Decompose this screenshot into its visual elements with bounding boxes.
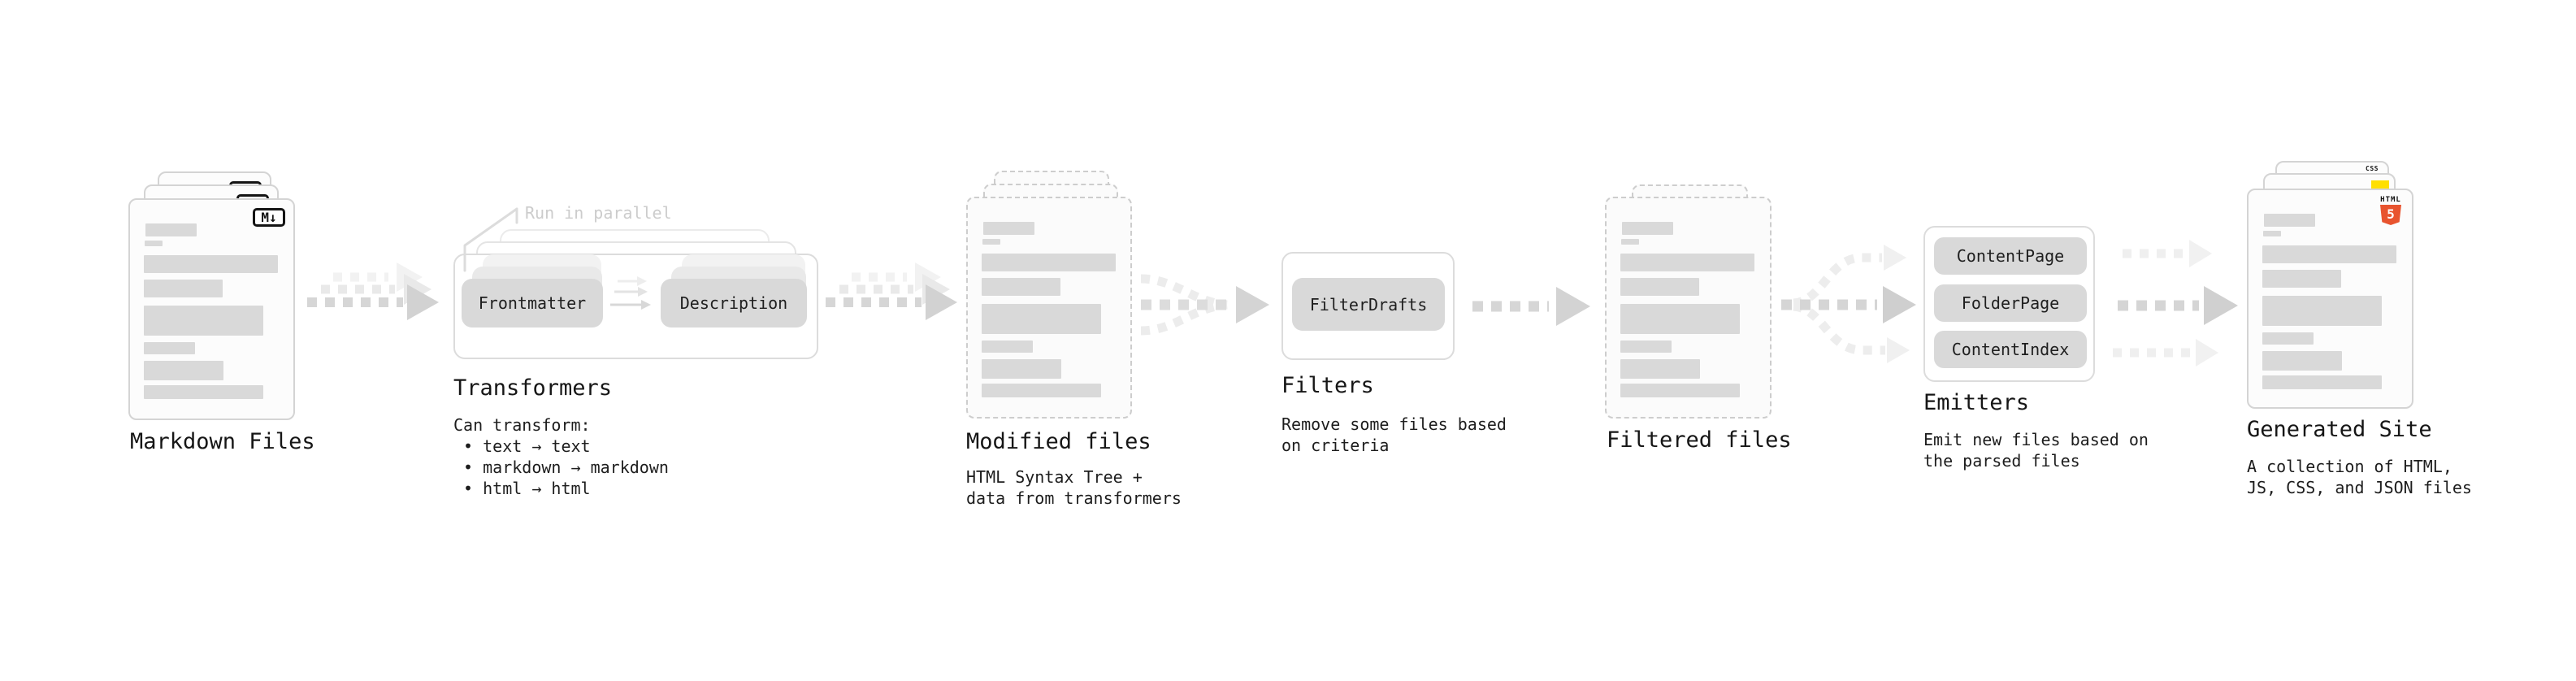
stage-label: Emitters [1923,390,2030,415]
text-placeholder-bar [982,239,1000,245]
document-card: M↓ [128,198,295,420]
text-placeholder-bar [1620,340,1672,353]
text-placeholder-bar [1620,278,1699,296]
text-placeholder-bar [983,222,1034,235]
javascript-icon [2371,180,2389,189]
emitter-contentpage-pill: ContentPage [1934,237,2087,275]
text-placeholder-bar [982,304,1101,334]
text-placeholder-bar [1620,384,1740,397]
text-placeholder-bar [1620,254,1754,271]
text-placeholder-bar [2263,231,2281,236]
flow-arrow-transformers-to-modified [826,262,957,320]
emitter-folderpage-pill: FolderPage [1934,284,2087,322]
text-placeholder-bar [144,306,263,336]
transformer-description-pill: Description [661,279,807,327]
text-placeholder-bar [982,384,1101,397]
stage-label: Filters [1281,373,1374,398]
text-placeholder-bar [144,385,263,399]
text-placeholder-bar [982,359,1061,379]
text-placeholder-bar [1622,222,1673,235]
text-placeholder-bar [2262,351,2342,371]
stage-description: Emit new files based on the parsed files [1923,430,2149,471]
emitter-contentindex-pill: ContentIndex [1934,331,2087,368]
document-card [966,197,1132,419]
transformer-frontmatter-pill: Frontmatter [462,279,603,327]
document-card [1605,197,1772,419]
text-placeholder-bar [144,361,223,380]
stage-label: Generated Site [2247,417,2432,442]
stage-description: Can transform: • text → text • markdown … [453,415,669,498]
stage-label: Modified files [966,429,1151,454]
text-placeholder-bar [144,255,278,273]
text-placeholder-bar [145,241,163,246]
text-placeholder-bar [145,223,197,236]
stage-label: Filtered files [1607,427,1792,453]
stage-description: Remove some files based on criteria [1281,414,1507,455]
text-placeholder-bar [982,278,1060,296]
text-placeholder-bar [144,342,195,354]
text-placeholder-bar [982,340,1033,353]
stage-description: HTML Syntax Tree + data from transformer… [966,467,1182,508]
text-placeholder-bar [982,254,1116,271]
text-placeholder-bar [2262,375,2382,389]
text-placeholder-bar [2262,245,2396,263]
text-placeholder-bar [2262,270,2341,288]
text-placeholder-bar [2262,332,2314,345]
text-placeholder-bar [144,280,223,297]
text-placeholder-bar [1620,304,1740,334]
flow-arrow-emitters-to-generated [2113,240,2238,367]
text-placeholder-bar [1620,359,1700,379]
text-placeholder-bar [2262,296,2382,326]
stage-description: A collection of HTML, JS, CSS, and JSON … [2247,457,2472,497]
html5-icon: HTML 5 [2380,197,2401,225]
flow-arrow-filters-to-filtered [1472,287,1590,326]
text-placeholder-bar [2264,214,2315,227]
document-card: HTML 5 [2247,189,2413,409]
filter-drafts-pill: FilterDrafts [1292,278,1445,331]
markdown-icon: M↓ [253,208,285,227]
run-in-parallel-annotation: Run in parallel [525,203,672,223]
stage-label: Transformers [453,375,613,401]
flow-arrow-markdown-to-transformers [307,262,439,320]
text-placeholder-bar [1621,239,1639,245]
stage-label: Markdown Files [130,429,315,454]
flow-arrow-filtered-to-emitters [1781,245,1916,363]
flow-arrow-modified-to-filters [1140,274,1269,336]
